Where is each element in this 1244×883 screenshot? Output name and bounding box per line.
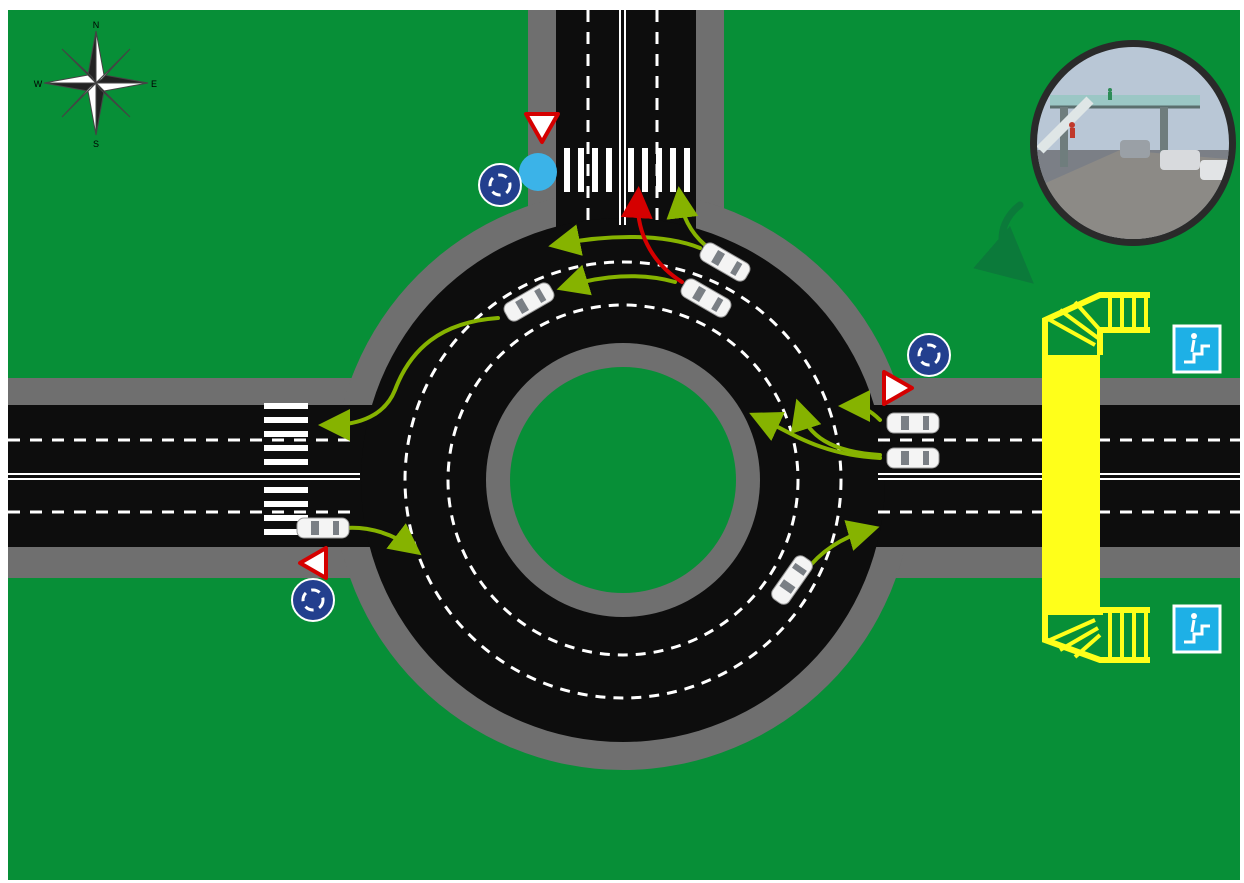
car-icon (887, 413, 939, 433)
roundabout-sign-west (292, 579, 334, 621)
compass-e-label: E (151, 79, 157, 89)
pedestrian-underpass-sign-top (1174, 326, 1220, 372)
car-icon (297, 518, 349, 538)
roundabout-sign-east (908, 334, 950, 376)
compass-s-label: S (93, 139, 99, 149)
compass-n-label: N (93, 20, 100, 30)
central-island (510, 367, 736, 593)
car-icon (887, 448, 939, 468)
compass-w-label: W (34, 79, 43, 89)
pedestrian-underpass-sign-bottom (1174, 606, 1220, 652)
